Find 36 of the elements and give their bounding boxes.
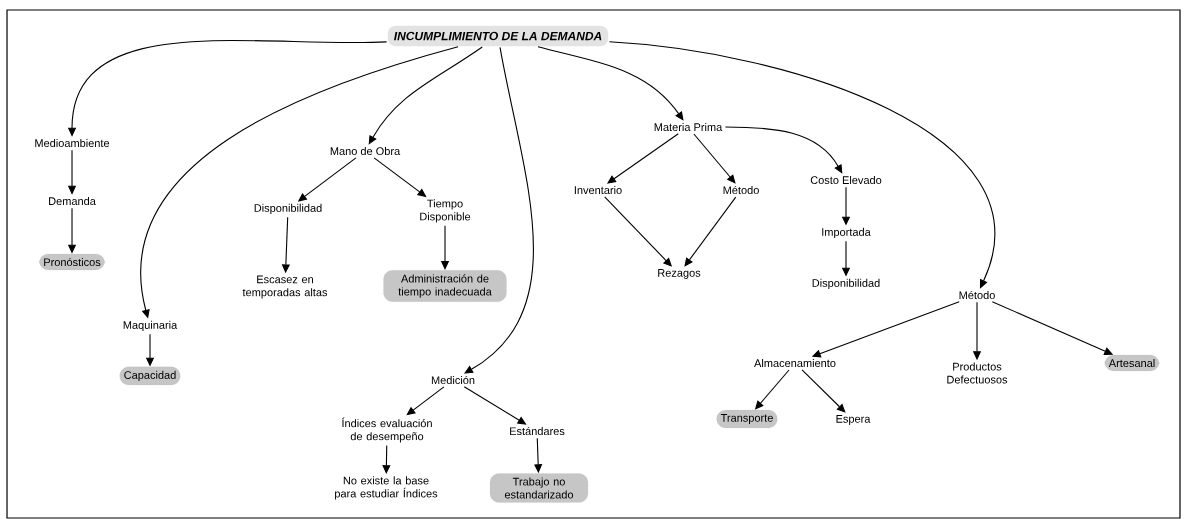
node-label: Disponibilidad	[254, 203, 322, 215]
rounded-box: Trabajo no estandarizado	[489, 473, 589, 503]
node-label: Disponibilidad	[812, 278, 880, 290]
node-label: Espera	[836, 415, 871, 425]
node-label: Rezagos	[658, 269, 701, 279]
rounded-box: Transporte	[716, 409, 778, 429]
node-label: Materia Prima	[654, 122, 723, 132]
arrow	[368, 46, 483, 145]
arrow	[801, 369, 846, 413]
node-label: Escasez en temporadas altas	[242, 275, 328, 299]
node-label: Tiempo Disponible	[420, 199, 471, 223]
node-label: Costo Elevado	[810, 175, 882, 185]
node-label: Medición	[431, 375, 475, 385]
node-label: Método	[959, 290, 995, 300]
arrow	[693, 133, 736, 184]
node-label: Índices evaluación de desempeño	[342, 417, 432, 443]
arrow	[406, 386, 445, 416]
node-label: Productos Defectuosos	[947, 362, 1008, 384]
arrow	[537, 46, 684, 121]
rounded-box: Pronósticos	[39, 253, 105, 271]
node-label: Mano de Obra	[330, 146, 401, 156]
rounded-box: Capacidad	[119, 366, 181, 386]
arrow	[724, 126, 843, 174]
rounded-box: Artesanal	[1104, 354, 1160, 372]
arrow	[684, 196, 737, 267]
rounded-box: Administración de tiempo inadecuada	[383, 270, 507, 302]
node-label: Almacenamiento	[754, 358, 836, 368]
node-label: Método	[723, 185, 759, 195]
node-label: Demanda	[49, 196, 96, 206]
node-label: No existe la base para estudiar Índices	[335, 476, 438, 500]
title-box: INCUMPLIMIENTO DE LA DEMANDA	[387, 25, 609, 47]
node-label: Inventario	[574, 185, 622, 195]
node-label: Maquinaria	[123, 320, 178, 332]
node-label: Medioambiente	[35, 138, 110, 148]
node-label: Importada	[822, 227, 871, 239]
node-label: Estándares	[510, 426, 565, 436]
